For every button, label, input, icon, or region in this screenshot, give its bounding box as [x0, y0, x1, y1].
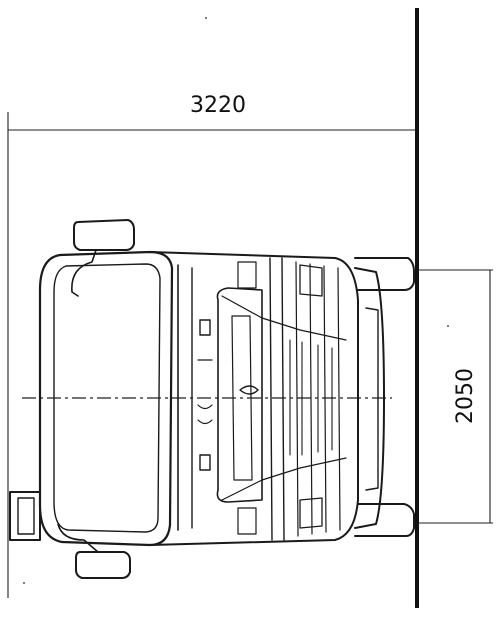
height-dimension: 2050 [418, 269, 493, 524]
cab-body [38, 250, 359, 547]
front-step-top [354, 257, 415, 291]
height-dimension-label: 2050 [453, 368, 478, 424]
front-step-bottom [354, 503, 415, 537]
width-dimension: 3220 [7, 93, 417, 598]
mirror-top [71, 219, 135, 297]
scan-specks [23, 17, 449, 584]
width-dimension-label: 3220 [190, 93, 246, 118]
mirror-bottom [57, 523, 131, 579]
cab-step-left [9, 491, 41, 541]
